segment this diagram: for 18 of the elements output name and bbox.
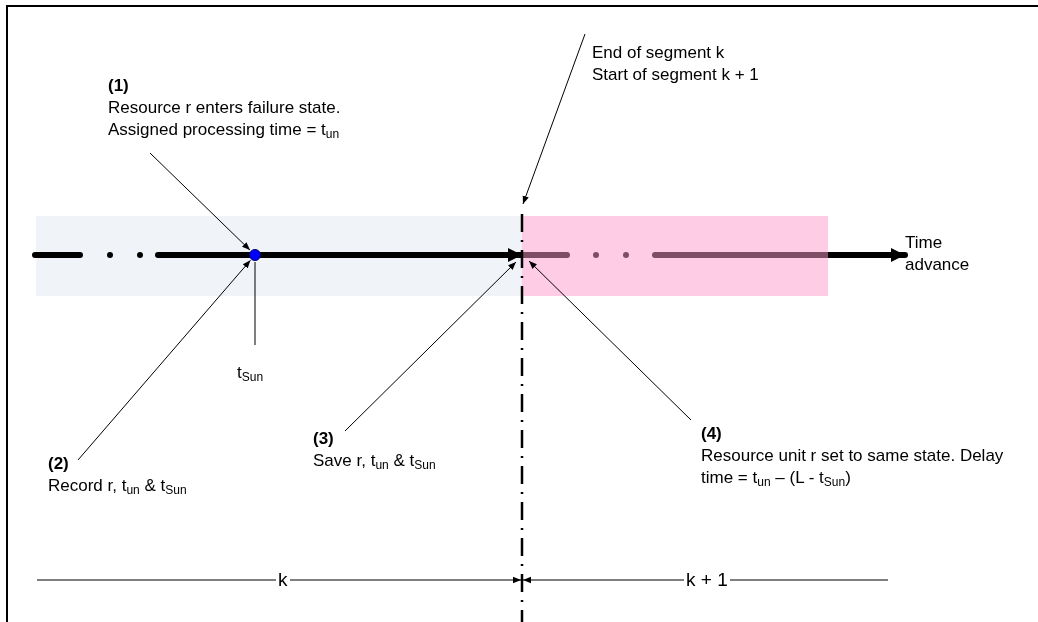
callout-text: Resource unit r set to same state. Delay time = t$_{un}$ – (L - t$_{Sun}$) — [701, 445, 1005, 489]
callout-text: Record r, t$_{un}$ & t$_{Sun}$ — [48, 475, 188, 497]
callout-number: (2) — [48, 453, 70, 475]
callout-number: (1) — [108, 75, 130, 97]
callout-text: End of segment k — [592, 42, 726, 64]
leader-arrow — [522, 33, 586, 205]
leader-arrow — [149, 152, 251, 251]
callout-text: Start of segment k + 1 — [592, 64, 760, 86]
leader-line — [254, 261, 256, 346]
leader-arrow — [344, 261, 517, 432]
callout-text: Save r, t$_{un}$ & t$_{Sun}$ — [313, 450, 437, 472]
leader-arrow — [77, 259, 251, 461]
callout-number: (3) — [313, 428, 335, 450]
time-label: t$_{Sun}$ — [237, 362, 265, 384]
callout-number: (4) — [701, 423, 723, 445]
leader-arrow — [528, 260, 692, 421]
axis-label: Time advance — [905, 232, 971, 276]
callout-text: Resource r enters failure state. Assigned processing time = t$_{un}$ — [108, 97, 342, 141]
